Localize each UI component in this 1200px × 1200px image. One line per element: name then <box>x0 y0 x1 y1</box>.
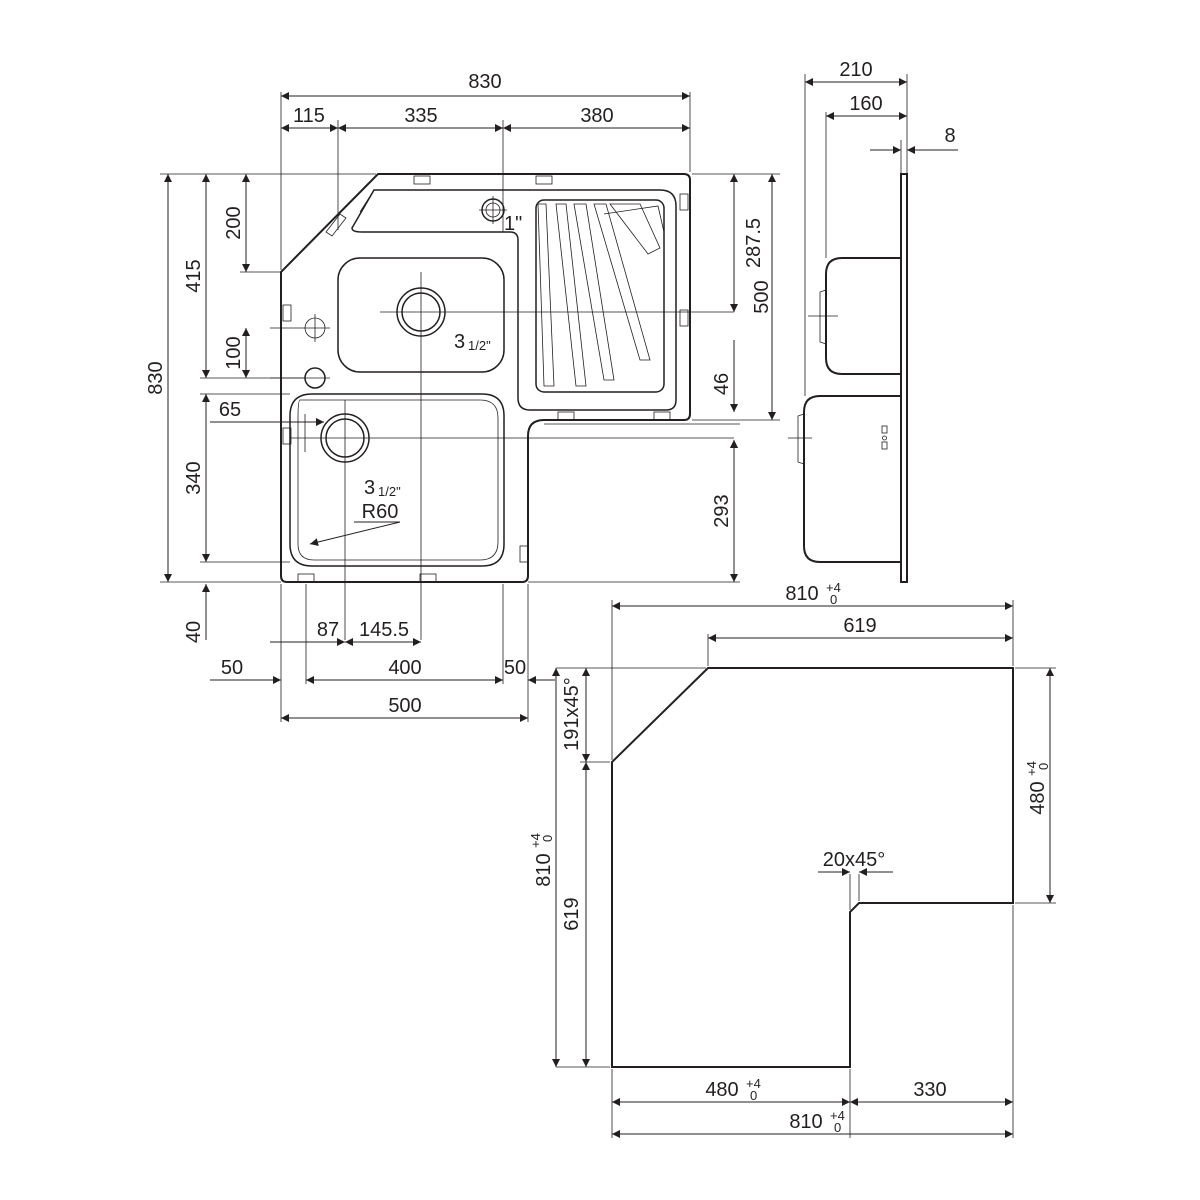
side-flange <box>900 173 908 583</box>
cutout-left-tol-plus: +4 <box>528 833 543 848</box>
cutout-bottom810-tol-zero: 0 <box>834 1120 841 1135</box>
dim-115: 115 <box>293 105 325 127</box>
cutout-right-tol-zero: 0 <box>1036 763 1051 770</box>
overflow-slot <box>325 213 347 237</box>
dim-8: 8 <box>944 125 955 147</box>
dim-100: 100 <box>223 336 245 369</box>
lower-drain-fraction: 1/2" <box>378 484 401 499</box>
cutout-top-tol-zero: 0 <box>830 592 837 607</box>
upper-drain-fraction: 1/2" <box>468 338 491 353</box>
dim-500-bottom: 500 <box>388 695 421 717</box>
cutout-inner-chamfer: 20x45° <box>823 849 886 871</box>
cutout-left-810: 810 <box>533 853 555 886</box>
top-view-dimensions: 830 115 335 380 200 415 830 100 340 40 6… <box>145 71 780 722</box>
cutout-top-tol-plus: +4 <box>826 580 841 595</box>
cutout-right-480: 480 <box>1027 781 1049 814</box>
lower-drain-size: 3 <box>364 477 375 499</box>
fixing-clips <box>282 175 689 583</box>
sink-outline <box>280 173 691 583</box>
dim-210: 210 <box>839 59 872 81</box>
cutout-left-tol-zero: 0 <box>540 835 555 842</box>
dim-46: 46 <box>711 373 733 395</box>
cutout-bottom480-tol-plus: +4 <box>746 1076 761 1091</box>
dim-400: 400 <box>388 657 421 679</box>
dim-415: 415 <box>183 259 205 292</box>
cutout-template: 810 +4 0 619 191x45° 810 +4 0 619 480 +4… <box>528 580 1056 1138</box>
lower-bowl <box>289 393 505 567</box>
dim-830-left: 830 <box>145 361 167 394</box>
dim-160: 160 <box>849 93 882 115</box>
side-overflow <box>881 425 888 450</box>
cutout-bottom-810: 810 <box>789 1111 822 1133</box>
dim-293: 293 <box>711 494 733 527</box>
dim-145-5: 145.5 <box>359 619 409 641</box>
upper-bowl-rim <box>351 189 677 411</box>
dim-87: 87 <box>317 619 339 641</box>
cutout-bottom-480: 480 <box>705 1079 738 1101</box>
cutout-bottom-330: 330 <box>913 1079 946 1101</box>
dim-200: 200 <box>223 206 245 239</box>
dim-287-5: 287.5 <box>743 218 765 268</box>
cutout-outline <box>611 667 1014 1068</box>
dim-50-right: 50 <box>504 657 526 679</box>
dim-830-top: 830 <box>468 71 501 93</box>
dim-500-right: 500 <box>751 280 773 313</box>
cutout-right-tol-plus: +4 <box>1024 761 1039 776</box>
dim-380: 380 <box>580 105 613 127</box>
dim-40: 40 <box>183 621 205 643</box>
dim-335: 335 <box>404 105 437 127</box>
cutout-bottom810-tol-plus: +4 <box>830 1108 845 1123</box>
dim-340: 340 <box>183 461 205 494</box>
overflow-size-label: 1" <box>504 213 522 235</box>
cutout-top-810: 810 <box>785 583 818 605</box>
sink-top-view <box>270 173 734 640</box>
cutout-left-619: 619 <box>561 897 583 930</box>
cutout-top-619: 619 <box>843 615 876 637</box>
drainer-grooves <box>537 203 665 387</box>
radius-r60: R60 <box>362 501 399 523</box>
drainer <box>535 199 665 393</box>
dim-50-left: 50 <box>221 657 243 679</box>
upper-drain-size: 3 <box>454 331 465 353</box>
cutout-chamfer-191: 191x45° <box>561 677 583 751</box>
sink-side-view: 210 160 8 <box>788 59 958 583</box>
dim-65: 65 <box>219 399 241 421</box>
cutout-bottom480-tol-zero: 0 <box>750 1088 757 1103</box>
side-lower-bowl <box>803 395 901 563</box>
